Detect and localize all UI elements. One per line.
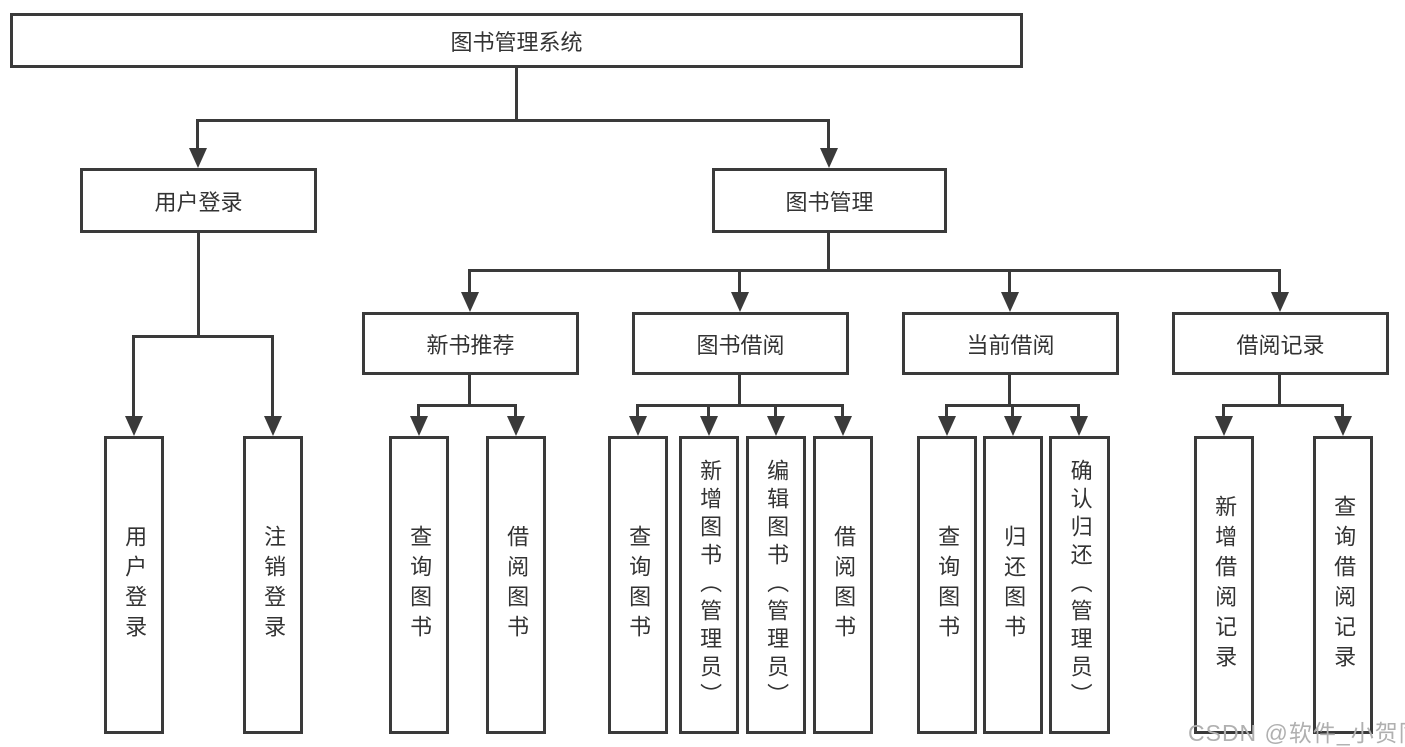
leaf-label: 确认归还（管理员） xyxy=(1067,459,1093,711)
leaf-query-books-3: 查询图书 xyxy=(917,436,977,734)
connector-drop xyxy=(945,404,948,418)
leaf-add-book-admin: 新增图书（管理员） xyxy=(679,436,739,734)
leaf-label: 新增图书（管理员） xyxy=(697,459,723,711)
leaf-user-login: 用户登录 xyxy=(104,436,164,734)
node-borrowing-records: 借阅记录 xyxy=(1172,312,1389,375)
leaf-confirm-return-admin: 确认归还（管理员） xyxy=(1049,436,1110,734)
leaf-return-books: 归还图书 xyxy=(983,436,1043,734)
leaf-edit-book-admin: 编辑图书（管理员） xyxy=(746,436,806,734)
leaf-label: 编辑图书（管理员） xyxy=(764,459,790,711)
leaf-label: 借阅图书 xyxy=(504,525,530,645)
connector-drop-borrow-records xyxy=(1278,269,1281,294)
node-user-login: 用户登录 xyxy=(80,168,317,233)
connector-drop xyxy=(774,404,777,418)
connector-drop-leaf-logout xyxy=(271,335,274,417)
connector-drop xyxy=(1341,404,1344,418)
leaf-label: 归还图书 xyxy=(1001,525,1027,645)
node-current-borrowing: 当前借阅 xyxy=(902,312,1119,375)
arrowhead-down-icon xyxy=(1215,416,1233,436)
connector-userlogin-bar xyxy=(132,335,274,338)
connector-drop-new-book xyxy=(468,269,471,294)
connector-drop xyxy=(636,404,639,418)
leaf-label: 用户登录 xyxy=(122,525,148,645)
leaf-label: 借阅图书 xyxy=(831,525,857,645)
connector-newbook-stem xyxy=(468,374,471,407)
connector-records-stem xyxy=(1278,374,1281,407)
arrowhead-down-icon xyxy=(629,416,647,436)
connector-root-stem xyxy=(515,66,518,120)
arrowhead-down-icon xyxy=(834,416,852,436)
leaf-logout: 注销登录 xyxy=(243,436,303,734)
leaf-label: 查询借阅记录 xyxy=(1331,495,1357,675)
leaf-add-borrow-record: 新增借阅记录 xyxy=(1194,436,1254,734)
arrowhead-down-icon xyxy=(264,416,282,436)
arrowhead-down-icon xyxy=(410,416,428,436)
leaf-borrow-books-1: 借阅图书 xyxy=(486,436,546,734)
arrowhead-down-icon xyxy=(731,292,749,312)
connector-drop xyxy=(514,404,517,418)
leaf-label: 查询图书 xyxy=(935,525,961,645)
connector-drop xyxy=(1011,404,1014,418)
csdn-watermark: CSDN @软件_小贺同学 xyxy=(1188,720,1405,746)
arrowhead-down-icon xyxy=(507,416,525,436)
arrowhead-down-icon xyxy=(1334,416,1352,436)
arrowhead-down-icon xyxy=(1004,416,1022,436)
connector-userlogin-stem xyxy=(197,231,200,338)
connector-drop xyxy=(417,404,420,418)
arrowhead-down-icon xyxy=(820,148,838,168)
connector-drop-book-borrow xyxy=(738,269,741,294)
connector-drop-leaf-user-login xyxy=(132,335,135,417)
arrowhead-down-icon xyxy=(461,292,479,312)
connector-root-bar xyxy=(196,119,830,122)
leaf-query-borrow-record: 查询借阅记录 xyxy=(1313,436,1373,734)
arrowhead-down-icon xyxy=(767,416,785,436)
node-book-borrowing: 图书借阅 xyxy=(632,312,849,375)
arrowhead-down-icon xyxy=(1070,416,1088,436)
connector-bookmgmt-bar xyxy=(468,269,1281,272)
connector-drop xyxy=(1222,404,1225,418)
connector-bookmgmt-stem xyxy=(827,230,830,272)
connector-current-stem xyxy=(1008,374,1011,407)
arrowhead-down-icon xyxy=(1271,292,1289,312)
arrowhead-down-icon xyxy=(125,416,143,436)
connector-borrow-stem xyxy=(738,374,741,407)
leaf-label: 新增借阅记录 xyxy=(1212,495,1238,675)
connector-drop-current-borrow xyxy=(1008,269,1011,294)
arrowhead-down-icon xyxy=(189,148,207,168)
connector-records-bar xyxy=(1222,404,1344,407)
leaf-label: 注销登录 xyxy=(261,525,287,645)
leaf-label: 查询图书 xyxy=(626,525,652,645)
leaf-query-books-1: 查询图书 xyxy=(389,436,449,734)
connector-drop xyxy=(1077,404,1080,418)
arrowhead-down-icon xyxy=(1001,292,1019,312)
connector-drop-book-management xyxy=(827,119,830,150)
connector-drop-user-login xyxy=(196,119,199,150)
node-library-management-system: 图书管理系统 xyxy=(10,13,1023,68)
node-book-management: 图书管理 xyxy=(712,168,947,233)
arrowhead-down-icon xyxy=(700,416,718,436)
connector-borrow-bar xyxy=(636,404,844,407)
node-new-book-recommend: 新书推荐 xyxy=(362,312,579,375)
connector-drop xyxy=(707,404,710,418)
leaf-query-books-2: 查询图书 xyxy=(608,436,668,734)
leaf-borrow-books-2: 借阅图书 xyxy=(813,436,873,734)
arrowhead-down-icon xyxy=(938,416,956,436)
leaf-label: 查询图书 xyxy=(407,525,433,645)
connector-newbook-bar xyxy=(417,404,517,407)
connector-drop xyxy=(841,404,844,418)
